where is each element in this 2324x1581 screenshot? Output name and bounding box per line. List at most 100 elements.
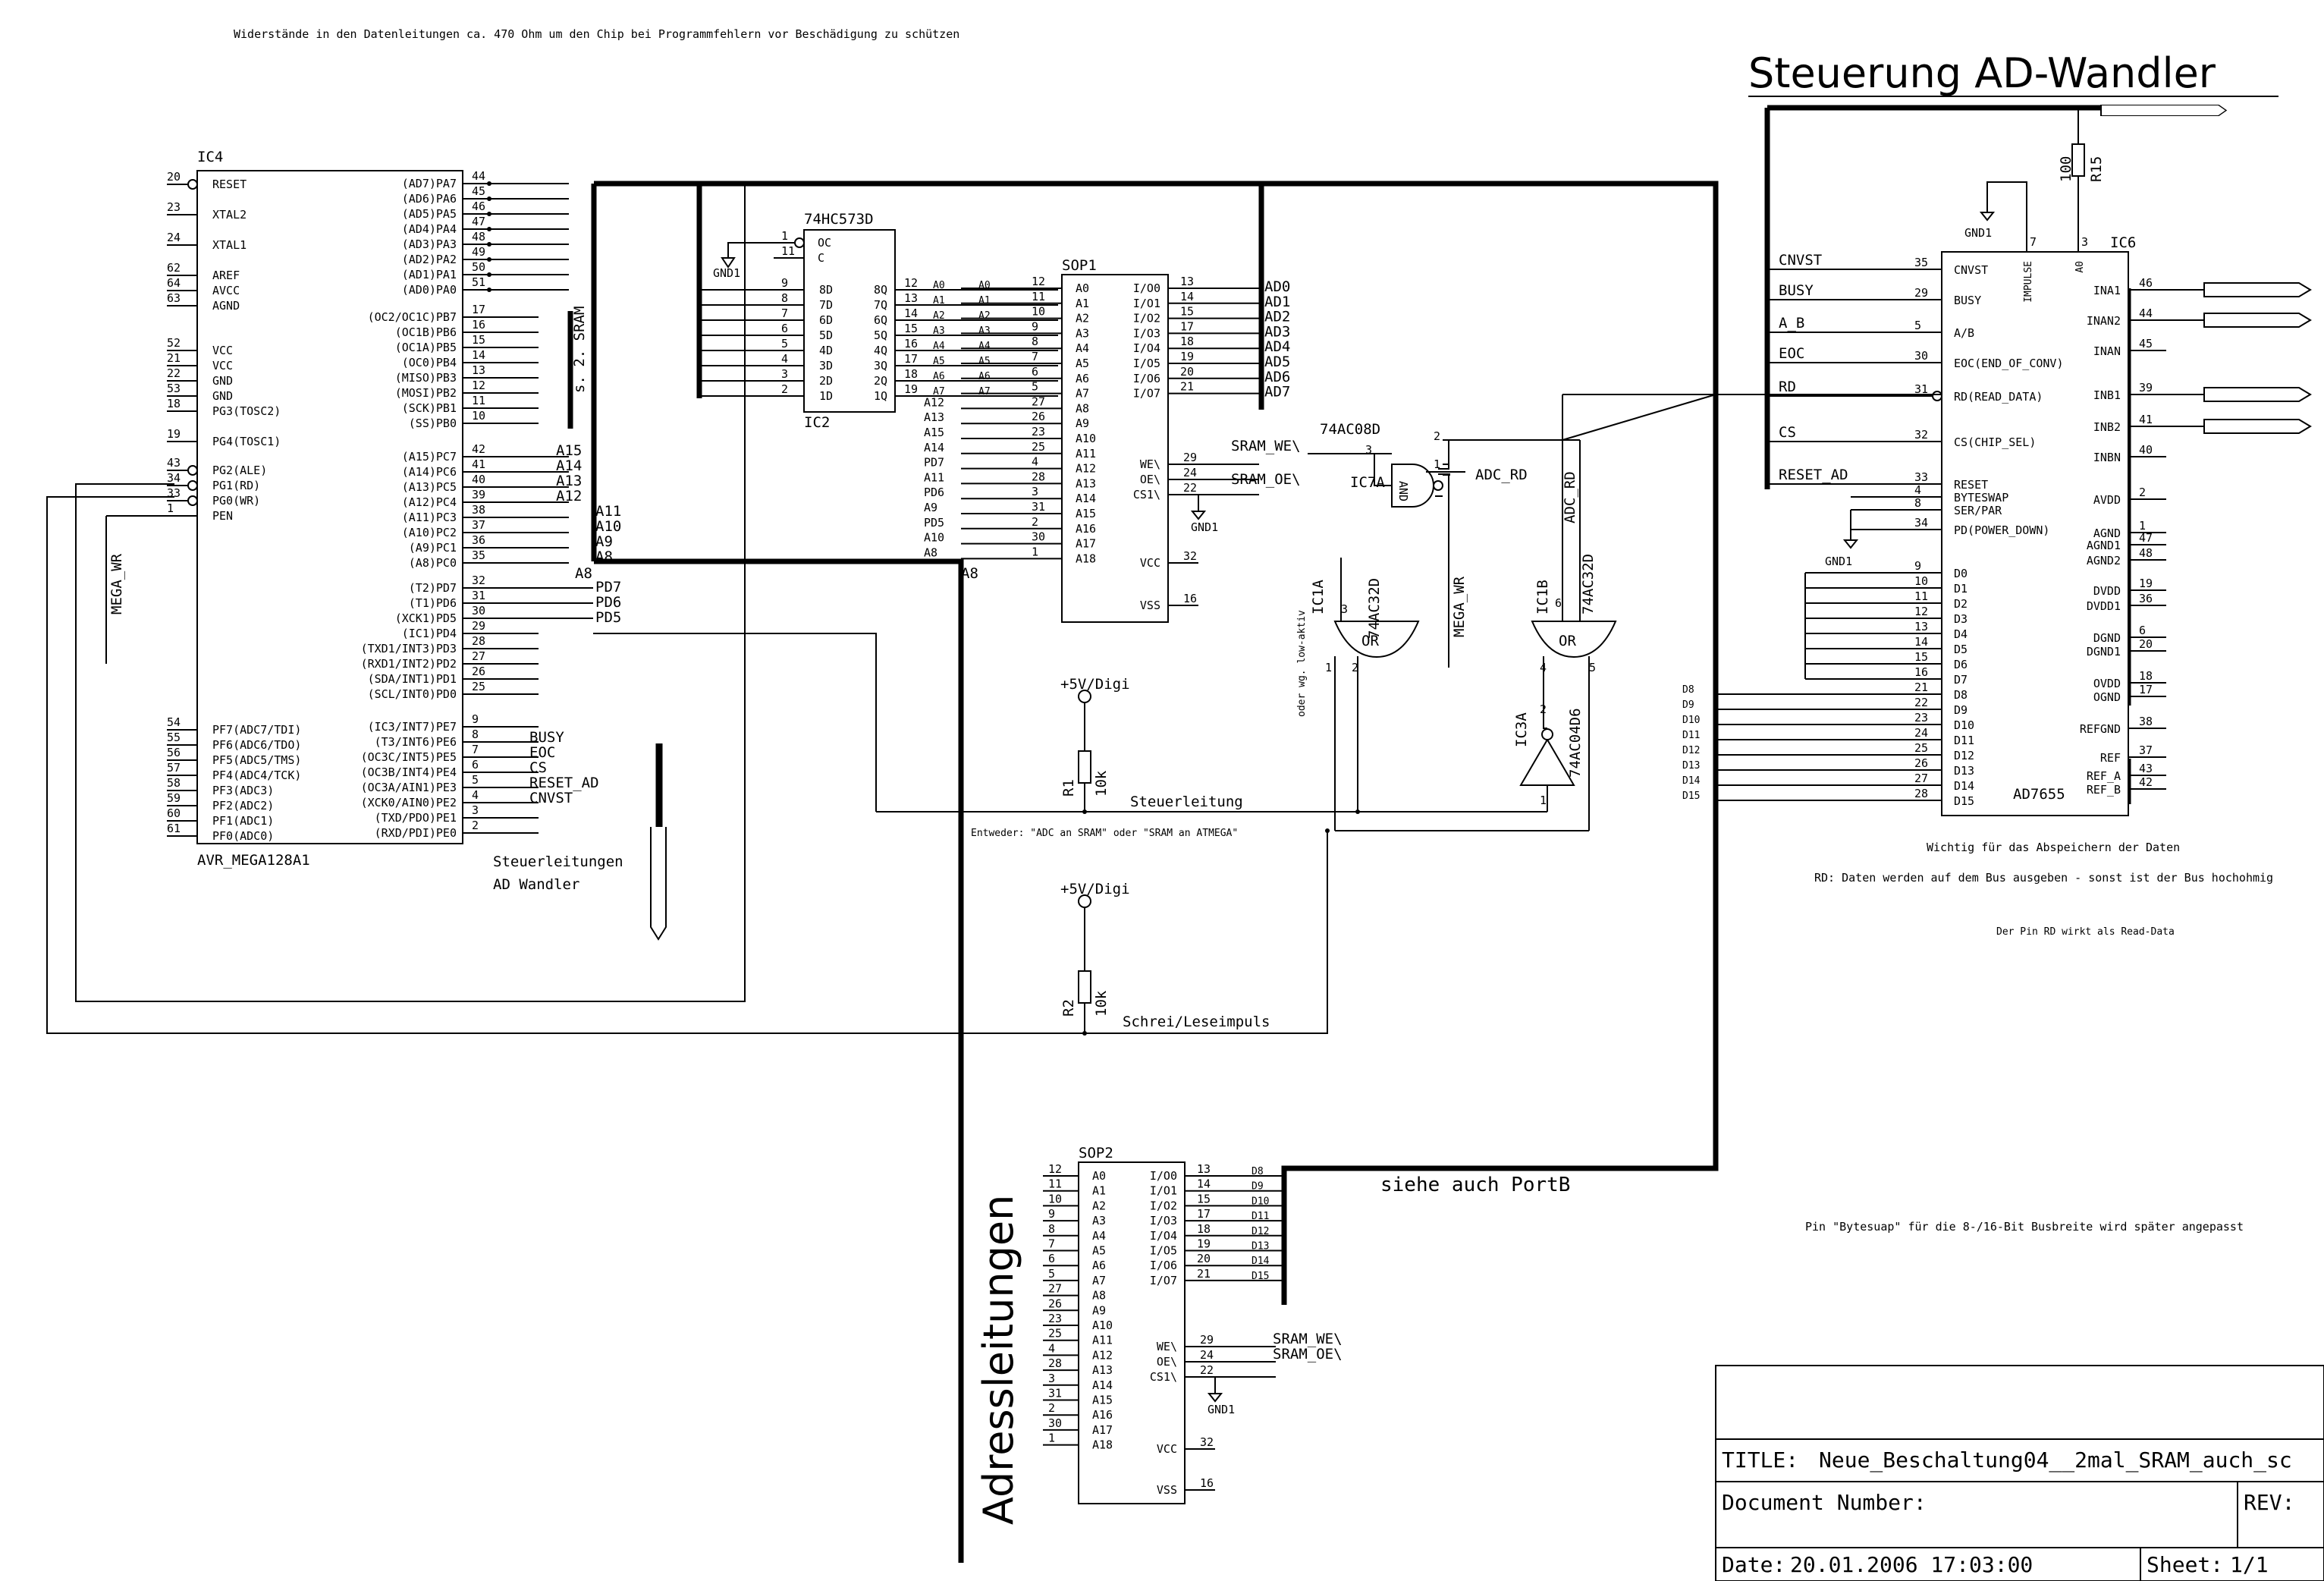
ic2-pin-5q: 5Q <box>874 328 887 342</box>
ic6-pin-pd-power-down: PD(POWER_DOWN) <box>1954 523 2049 537</box>
ic4-pin-xtal2: XTAL2 <box>212 208 247 222</box>
ic4-pin-a10-pc2: (A10)PC2 <box>402 526 457 539</box>
ic4-pin-num: 19 <box>167 427 181 441</box>
ic4-junction <box>487 242 491 247</box>
resistor-r15: 100 R15 <box>2058 108 2105 250</box>
ic6-pin-num: 31 <box>1914 382 1928 396</box>
sop1-pin-num: 31 <box>1032 500 1045 514</box>
ic2-pin-6d: 6D <box>819 313 833 327</box>
ic6-pin-inan2: INAN2 <box>2087 314 2121 328</box>
ic4-pd-pd5: PD5 <box>595 609 621 626</box>
ic4-pin-num: 40 <box>472 473 485 486</box>
ic2-sig-a2: A2 <box>933 310 945 322</box>
ic4-pin-num: 57 <box>167 761 181 775</box>
ic6-pin-inb1: INB1 <box>2093 388 2121 402</box>
ic6-pin-num: 33 <box>1914 470 1928 484</box>
sop2-pin-a5: A5 <box>1092 1244 1106 1258</box>
sheet-label: Sheet: <box>2147 1552 2223 1577</box>
sop2-pin-a17: A17 <box>1092 1423 1113 1437</box>
sop1-sig-a12: A12 <box>924 395 944 409</box>
sop2-pin-num: 30 <box>1048 1416 1062 1430</box>
oder-low-note: oder wg. low-aktiv <box>1296 610 1308 717</box>
ic6-pin-num: 13 <box>1914 620 1928 633</box>
ic6-pin-num: 28 <box>1914 787 1928 800</box>
sop1-sig-a8: A8 <box>924 545 937 559</box>
ic2-pin-num: 18 <box>904 367 918 381</box>
ic6-pin-num: 15 <box>1914 650 1928 664</box>
sop2-pin-num: 2 <box>1048 1401 1055 1415</box>
ic1a-pin3: 3 <box>1341 602 1348 616</box>
ic4-pin-num: 41 <box>472 457 485 471</box>
sop1-pin-num: 24 <box>1183 466 1197 479</box>
ic4-pc-a8: A8 <box>595 548 613 565</box>
sop1-pin-num: 30 <box>1032 530 1045 544</box>
ic4-pin-num: 37 <box>472 518 485 532</box>
ic3a-pin1: 1 <box>1540 794 1547 807</box>
ic4-pin-oc1a-pb5: (OC1A)PB5 <box>395 341 457 354</box>
ic4-pc-a11: A11 <box>595 503 621 520</box>
ic2-pin-3q: 3Q <box>874 359 887 372</box>
sop1-sig-ad7: AD7 <box>1264 384 1290 401</box>
sop2-sig-d13: D13 <box>1252 1241 1269 1253</box>
ic4-pin-num: 16 <box>472 318 485 332</box>
ic4-pin-bubble <box>187 179 198 190</box>
title-block: TITLE: Neue_Beschaltung04__2mal_SRAM_auc… <box>1715 1365 2324 1581</box>
ic6-pin-inb2: INB2 <box>2093 420 2121 434</box>
ic6-pin-num: 21 <box>1914 680 1928 694</box>
sop1-pin-cs1: CS1\ <box>1133 488 1160 501</box>
ic4-pin-pg1-rd: PG1(RD) <box>212 479 260 492</box>
ic2-pin-num: 5 <box>781 337 788 350</box>
ic4-pd-pd6: PD6 <box>595 594 621 611</box>
ic6-pin-refgnd: REFGND <box>2080 722 2121 736</box>
sheet-heading: Steuerung AD-Wandler <box>1748 49 2216 97</box>
sop2-pin-a4: A4 <box>1092 1229 1106 1243</box>
ic6-pin-agnd: AGND <box>2093 526 2121 540</box>
ic6-pin-d11: D11 <box>1954 734 1974 747</box>
ic2-pin-num: 6 <box>781 322 788 335</box>
ic6-pin-inbn: INBN <box>2093 451 2121 464</box>
sop1-body <box>1061 274 1169 623</box>
sop2-pin-num: 26 <box>1048 1297 1062 1310</box>
title-label: TITLE: <box>1722 1447 1798 1473</box>
ic6-pin-a-b: A/B <box>1954 326 1974 340</box>
sop1-sig-ad4: AD4 <box>1264 338 1290 355</box>
ic4-pin-num: 53 <box>167 382 181 395</box>
ic6-pin-num: 11 <box>1914 589 1928 603</box>
ic4-pin-num: 10 <box>472 409 485 423</box>
ic4-pin-num: 43 <box>167 456 181 470</box>
sop2-pin-i-o4: I/O4 <box>1150 1229 1177 1243</box>
gate-wires <box>46 496 1590 1034</box>
ic4-pin-num: 30 <box>472 604 485 618</box>
sop2-pin-num: 11 <box>1048 1177 1062 1191</box>
ic4-pin-bubble <box>187 480 198 491</box>
ic1b-pin5: 5 <box>1589 661 1596 674</box>
ic6-pin-num: 42 <box>2139 775 2153 789</box>
sop2-sig-d10: D10 <box>1252 1196 1269 1207</box>
ic2-pin-8q: 8Q <box>874 283 887 297</box>
sop2-body <box>1078 1161 1186 1504</box>
ic4-pin-aref: AREF <box>212 269 240 282</box>
sop2-sig-d15: D15 <box>1252 1271 1269 1282</box>
ic4-pin-txd1-int3-pd3: (TXD1/INT3)PD3 <box>361 642 457 655</box>
ic4-pin-num: 5 <box>472 773 479 787</box>
ic6-pin-d12: D12 <box>1954 749 1974 762</box>
ic6-pin-rd-read-data: RD(READ_DATA) <box>1954 390 2043 404</box>
ic1b-pin6: 6 <box>1555 596 1562 610</box>
sop1-pin-num: 10 <box>1032 305 1045 319</box>
gate-ic1b: OR IC1B 74AC32D 6 4 5 <box>1531 554 1617 674</box>
ic4-pin-num: 34 <box>167 471 181 485</box>
date-value: 20.01.2006 17:03:00 <box>1790 1552 2033 1577</box>
ic4-pin-xck0-ain0-pe2: (XCK0/AIN0)PE2 <box>361 796 457 809</box>
sop1-pin-num: 23 <box>1032 425 1045 438</box>
ic4-junction <box>487 257 491 262</box>
ic1a-label: OR <box>1361 633 1379 649</box>
sop2-pin-we: WE\ <box>1157 1340 1177 1353</box>
ic6-pin-num: 30 <box>1914 349 1928 363</box>
sop2-pin-num: 14 <box>1197 1177 1211 1191</box>
ic6-pin-ref-b: REF_B <box>2087 783 2121 797</box>
ic2-pin-num: 4 <box>781 352 788 366</box>
ic1a-pin1: 1 <box>1325 661 1332 674</box>
sop2-sig-sram-we: SRAM_WE\ <box>1273 1331 1343 1347</box>
sop1-pin-a4: A4 <box>1076 341 1089 355</box>
